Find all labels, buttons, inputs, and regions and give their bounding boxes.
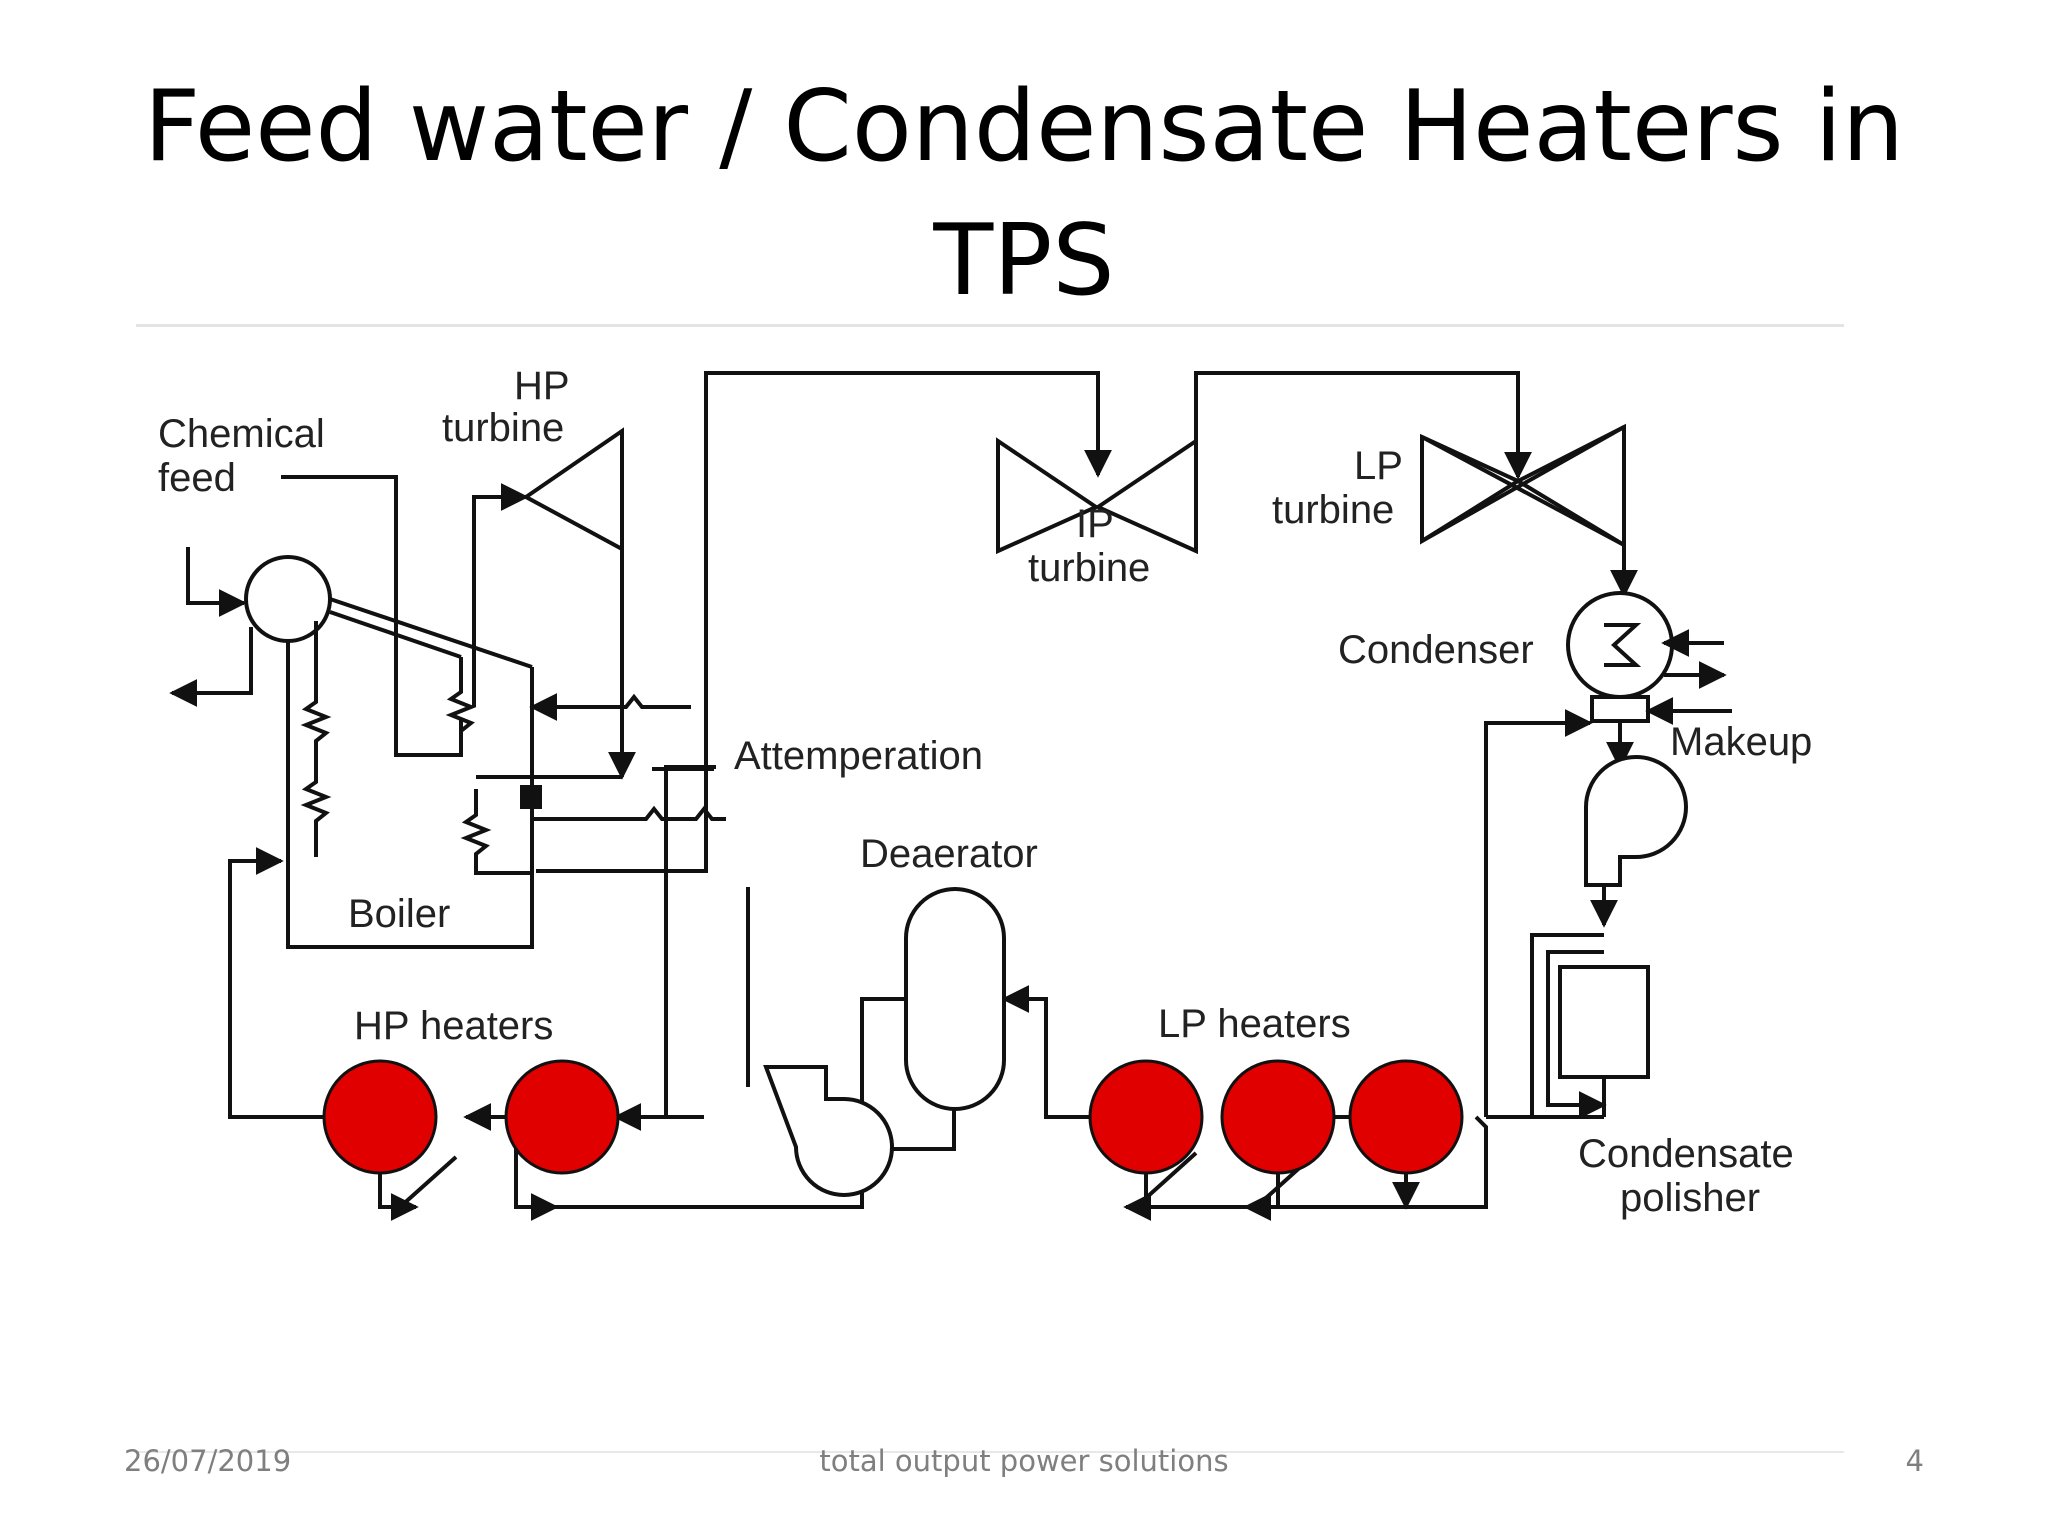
hotwell [1590, 695, 1650, 723]
blowdown-line [169, 627, 253, 707]
label-ip-turbine-2: turbine [1028, 546, 1150, 590]
riser-coil-1 [300, 621, 332, 857]
attemperation-line-1 [532, 693, 691, 709]
condenser-icon [1566, 591, 1674, 699]
chemical-feed-line [186, 547, 247, 617]
label-boiler: Boiler [348, 892, 450, 936]
deaerator-icon [904, 887, 1006, 1111]
attemperator-valve [520, 785, 542, 809]
reheat-to-ip [536, 371, 1112, 873]
footer-date: 26/07/2019 [124, 1444, 292, 1478]
lp-turbine-icon [1420, 433, 1523, 545]
hp-heater-2 [504, 1059, 620, 1175]
condensate-polisher-icon [1558, 965, 1650, 1079]
attemperation-line-2 [532, 805, 726, 821]
label-condensate-polisher-2: polisher [1620, 1176, 1760, 1220]
power-plant-diagram: Chemical feed HP turbine IP turbine LP t… [136, 324, 1844, 1453]
label-lp-heaters: LP heaters [1158, 1002, 1351, 1046]
label-hp-turbine-2: turbine [442, 406, 564, 450]
label-deaerator: Deaerator [860, 832, 1038, 876]
reheater-coil [460, 789, 532, 875]
lp-heaters-group [1088, 1059, 1464, 1175]
ip-turbine-icon [996, 437, 1101, 555]
condensate-to-condenser-return [1484, 709, 1593, 1117]
boiler-feed-pump-icon [763, 1065, 894, 1197]
label-hp-heaters: HP heaters [354, 1004, 553, 1048]
label-lp-turbine-2: turbine [1272, 488, 1394, 532]
lp-heater-1 [1088, 1059, 1204, 1175]
hp-turbine-icon [522, 427, 624, 553]
superheater-coil [445, 657, 477, 755]
hp-heaters-group [322, 1059, 620, 1175]
hp-to-boiler [228, 847, 326, 1119]
label-makeup: Makeup [1670, 720, 1812, 764]
slide-title: Feed water / Condensate Heaters in TPS [0, 60, 2048, 328]
label-ip-turbine-1: IP [1076, 502, 1114, 546]
footer-page-number: 4 [1905, 1444, 1924, 1478]
label-lp-turbine-1: LP [1354, 444, 1403, 488]
label-attemperation: Attemperation [734, 734, 983, 778]
label-hp-turbine-1: HP [514, 364, 570, 408]
ip-to-lp [1194, 371, 1532, 507]
slide-title-line-2: TPS [933, 204, 1115, 318]
hp-heater-1 [322, 1059, 438, 1175]
lp-to-deaerator [1001, 985, 1086, 1119]
label-condenser: Condenser [1338, 628, 1534, 672]
slide-title-line-1: Feed water / Condensate Heaters in [143, 70, 1905, 184]
steam-to-hp [472, 483, 529, 707]
label-chemical-feed-1: Chemical [158, 412, 325, 456]
bfp-to-hp-heaters [664, 765, 716, 1119]
footer-organization: total output power solutions [819, 1444, 1229, 1478]
condensate-pump-icon [1584, 755, 1688, 887]
lp-heater-2 [1220, 1059, 1336, 1175]
label-chemical-feed-2: feed [158, 456, 236, 500]
label-condensate-polisher-1: Condensate [1578, 1132, 1794, 1176]
lp-heater-3 [1348, 1059, 1464, 1175]
diagram-canvas: Chemical feed HP turbine IP turbine LP t… [158, 364, 1812, 1221]
